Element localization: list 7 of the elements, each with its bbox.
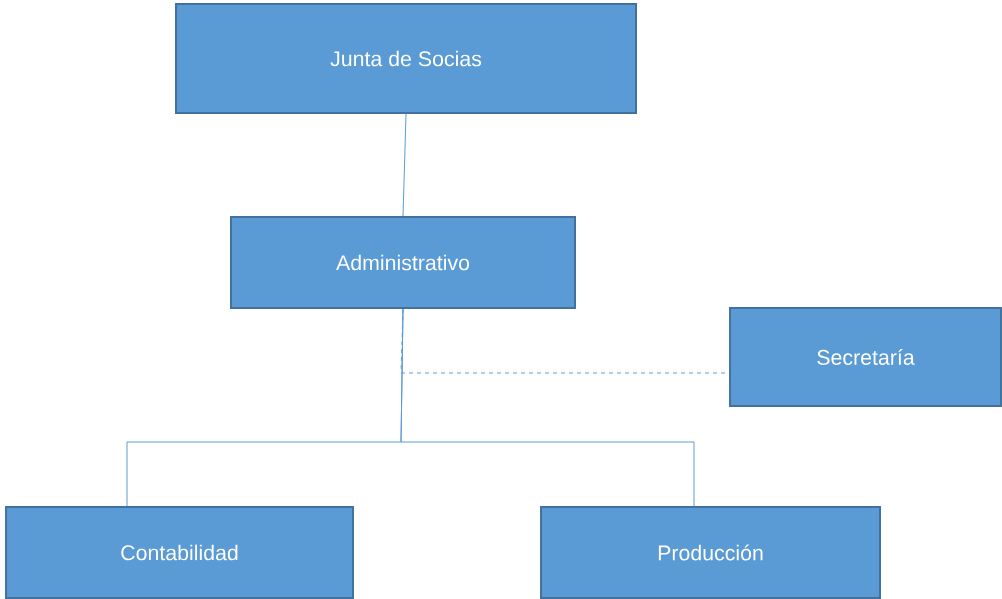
org-box: Contabilidad	[5, 506, 354, 599]
org-box: Junta de Socias	[175, 2, 637, 115]
org-box: Administrativo	[230, 216, 576, 309]
connector-line	[400, 308, 695, 507]
org-box: Producción	[540, 506, 881, 599]
connector-line	[402, 113, 407, 217]
org-box: Secretaría	[729, 307, 1002, 407]
